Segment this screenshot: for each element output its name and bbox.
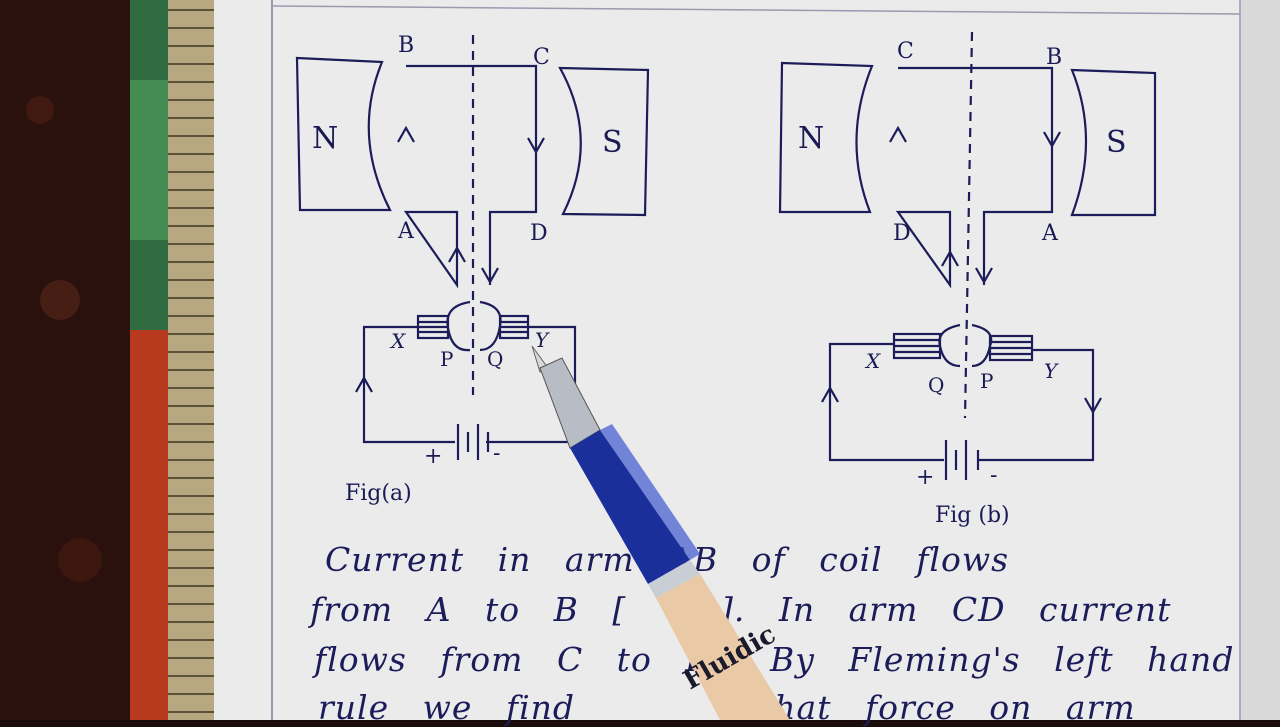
figure-a bbox=[295, 35, 650, 460]
magnet-south-a bbox=[558, 66, 650, 217]
pen: Fluidic bbox=[531, 345, 790, 720]
pole-s-b: S bbox=[1106, 125, 1127, 160]
ring-label-q-b: Q bbox=[928, 373, 944, 397]
brush-label-x-b: X bbox=[864, 349, 881, 373]
figure-b bbox=[778, 31, 1157, 480]
battery-minus-a: - bbox=[493, 441, 500, 466]
pole-n-b: N bbox=[798, 121, 824, 156]
brush-label-x-a: X bbox=[389, 329, 406, 353]
label-d-a: D bbox=[530, 221, 548, 246]
caption-b: Fig (b) bbox=[935, 503, 1010, 528]
circuit-b bbox=[828, 342, 1095, 462]
magnet-north-b bbox=[778, 61, 874, 214]
brush-label-y-b: Y bbox=[1044, 359, 1059, 383]
figure-b-labels: C B D A N S X Y Q P + - Fig (b) bbox=[798, 39, 1127, 528]
caption-a: Fig(a) bbox=[345, 481, 412, 506]
pole-s-a: S bbox=[602, 125, 623, 160]
label-b-b: B bbox=[1046, 45, 1062, 70]
magnet-south-b bbox=[1070, 68, 1157, 217]
notes-line-2a: from A to B [ bbox=[310, 590, 627, 629]
notebook-page bbox=[214, 0, 1280, 720]
axis-line-b bbox=[963, 31, 974, 419]
ring-label-p-a: P bbox=[440, 347, 453, 371]
ring-label-q-a: Q bbox=[487, 347, 503, 371]
coil-b bbox=[895, 66, 1054, 289]
background-cloth bbox=[0, 0, 140, 720]
label-c-b: C bbox=[897, 39, 914, 64]
battery-minus-b: - bbox=[990, 463, 997, 488]
label-d-b: D bbox=[893, 221, 911, 246]
label-c-a: C bbox=[533, 45, 550, 70]
pole-n-a: N bbox=[312, 121, 338, 156]
label-b-a: B bbox=[398, 33, 414, 58]
ring-label-p-b: P bbox=[980, 369, 993, 393]
brush-label-y-a: Y bbox=[535, 328, 550, 352]
battery-plus-a: + bbox=[424, 444, 442, 469]
label-a-a: A bbox=[397, 219, 415, 244]
figure-a-labels: B C A D N S X Y P Q + - Fig(a) bbox=[312, 33, 623, 506]
label-a-b: A bbox=[1041, 221, 1059, 246]
notes-line-3a: flows from C to D bbox=[314, 640, 713, 679]
battery-plus-b: + bbox=[916, 465, 934, 490]
notes-line-3b: By Fleming's left hand bbox=[770, 640, 1235, 679]
magnet-north-a bbox=[295, 56, 392, 212]
spiral-binding bbox=[168, 0, 216, 720]
notes-line-2b: ]. In arm CD current bbox=[720, 590, 1172, 629]
